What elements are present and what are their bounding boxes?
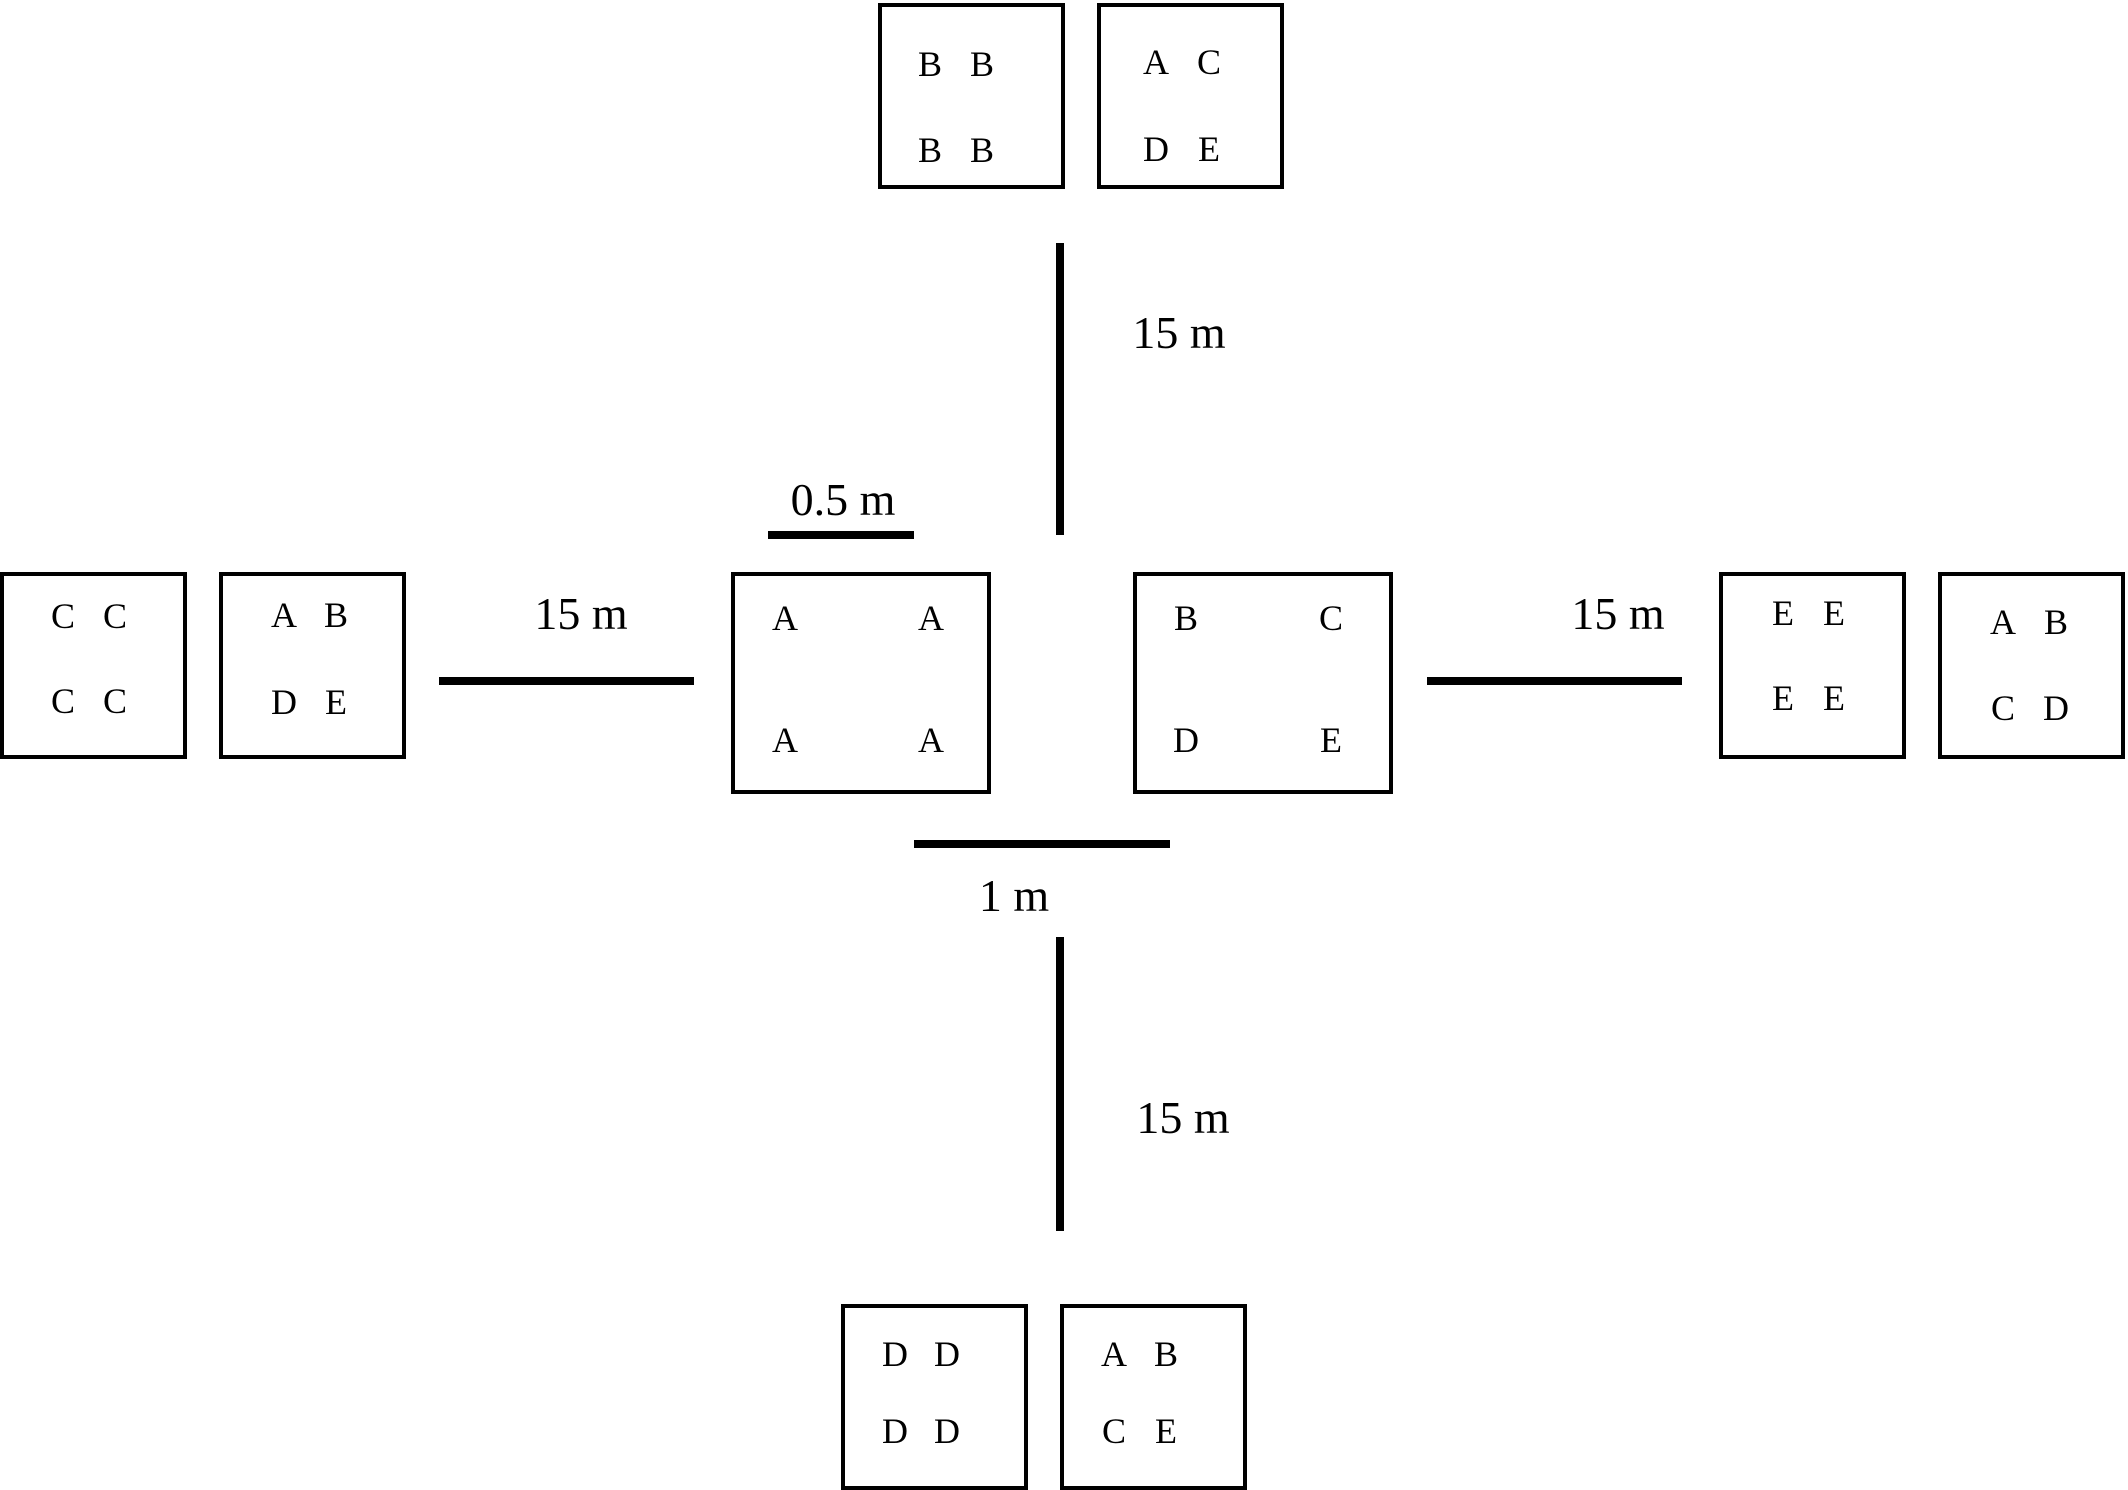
plant-label: C [1102, 1411, 1126, 1451]
plant-label: C [1991, 688, 2015, 728]
plant-label: E [1772, 678, 1794, 718]
plot-width-label: 0.5 m [791, 474, 896, 525]
plant-label: D [271, 682, 297, 722]
plant-label: A [1143, 42, 1169, 82]
plot-top-right: A C D E [1097, 3, 1284, 189]
plant-label: B [2044, 602, 2068, 642]
plant-label: A [918, 598, 944, 638]
plant-label: A [1101, 1334, 1127, 1374]
plot-center-right: B C D E [1133, 572, 1393, 794]
plot-box [878, 3, 1065, 189]
plant-label: A [772, 598, 798, 638]
distance-label-top: 15 m [1132, 307, 1226, 358]
plant-label: C [103, 596, 127, 636]
plot-gap-label: 1 m [979, 870, 1050, 921]
plot-box [1133, 572, 1393, 794]
distance-label-right: 15 m [1571, 588, 1665, 639]
plot-box [219, 572, 406, 759]
plant-label: E [1155, 1411, 1177, 1451]
plant-label: A [772, 720, 798, 760]
plant-label: C [51, 596, 75, 636]
plant-label: D [882, 1411, 908, 1451]
plot-center-left: A A A A [731, 572, 991, 794]
plant-label: B [970, 44, 994, 84]
plot-top-left: B B B B [878, 3, 1065, 189]
plot-left-inner: A B D E [219, 572, 406, 759]
plot-box [0, 572, 187, 759]
plant-label: D [2043, 688, 2069, 728]
plant-label: D [934, 1334, 960, 1374]
plot-box [1938, 572, 2125, 759]
plant-label: C [103, 681, 127, 721]
plant-label: E [1823, 593, 1845, 633]
plot-right-inner: E E E E [1719, 572, 1906, 759]
plot-box [1719, 572, 1906, 759]
plot-bottom-right: A B C E [1060, 1304, 1247, 1490]
plant-label: A [1990, 602, 2016, 642]
plant-label: B [918, 44, 942, 84]
plant-label: E [325, 682, 347, 722]
plot-box [1097, 3, 1284, 189]
plot-box [731, 572, 991, 794]
plant-label: D [1143, 129, 1169, 169]
plant-label: C [1319, 598, 1343, 638]
plant-label: D [882, 1334, 908, 1374]
plot-box [841, 1304, 1028, 1490]
plant-label: B [918, 130, 942, 170]
plot-right-outer: A B C D [1938, 572, 2125, 759]
plant-label: E [1823, 678, 1845, 718]
plant-label: D [1173, 720, 1199, 760]
plot-box [1060, 1304, 1247, 1490]
plant-label: A [918, 720, 944, 760]
plant-label: B [970, 130, 994, 170]
plant-label: B [1174, 598, 1198, 638]
plant-label: E [1772, 593, 1794, 633]
plant-label: E [1198, 129, 1220, 169]
distance-label-bottom: 15 m [1136, 1092, 1230, 1143]
plant-label: D [934, 1411, 960, 1451]
plant-label: B [324, 595, 348, 635]
plot-bottom-left: D D D D [841, 1304, 1028, 1490]
distance-label-left: 15 m [534, 588, 628, 639]
plot-left-outer: C C C C [0, 572, 187, 759]
plant-label: A [271, 595, 297, 635]
plant-label: C [51, 681, 75, 721]
plant-label: C [1197, 42, 1221, 82]
plant-label: E [1320, 720, 1342, 760]
plant-label: B [1154, 1334, 1178, 1374]
